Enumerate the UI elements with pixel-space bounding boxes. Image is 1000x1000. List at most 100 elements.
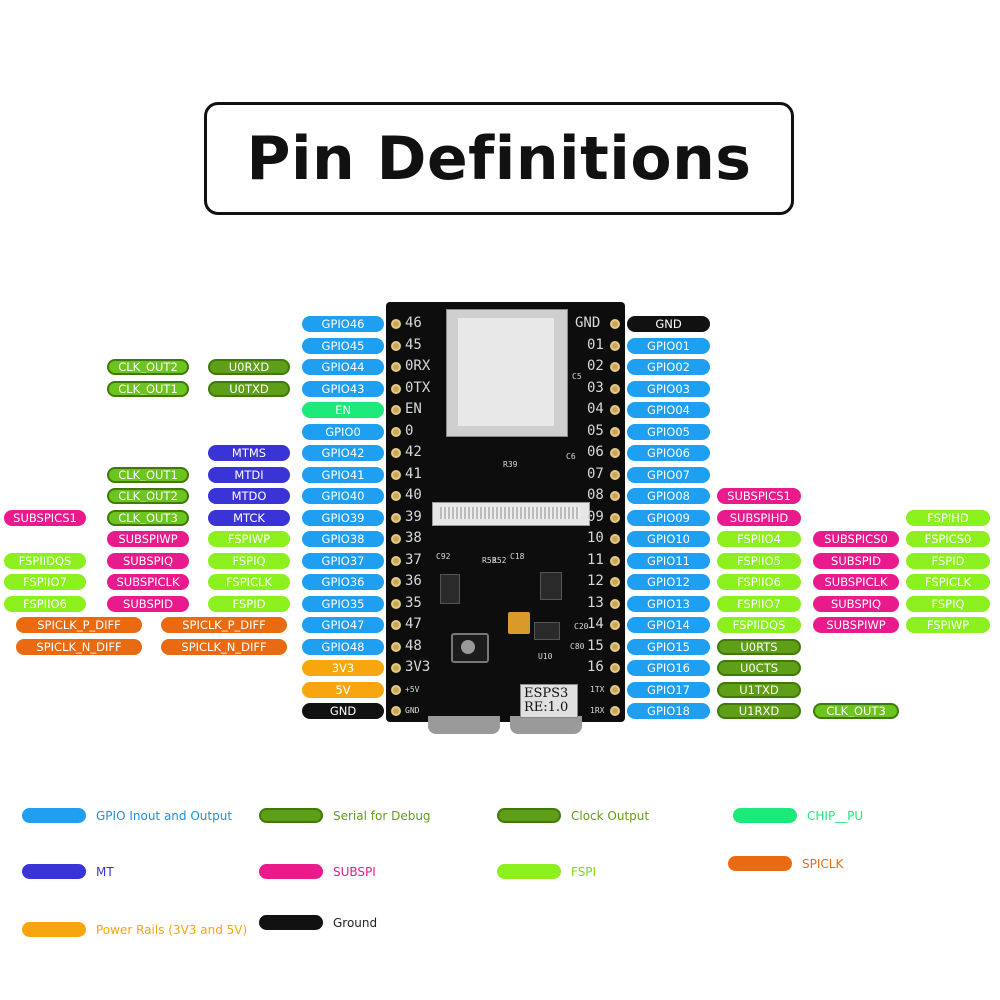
- legend-swatch-ground: [259, 915, 323, 930]
- func-label-right-13-b: SUBSPIQ: [813, 595, 899, 612]
- silkscreen-left-label: 37: [405, 551, 422, 568]
- header-pin-right: [610, 512, 620, 523]
- func-label-right-14-a: FSPIIDQS: [717, 617, 801, 633]
- board-marking: ESPS3 RE:1.0: [520, 684, 578, 718]
- header-pin-right: [610, 598, 620, 609]
- func-label-right-11-c: FSPID: [906, 552, 990, 569]
- header-pin-left: [391, 340, 401, 351]
- func-label-left-11-a: FSPIQ: [208, 552, 290, 569]
- pin-label-left-10: GPIO38: [302, 531, 384, 547]
- silkscreen-left-label: 38: [405, 530, 422, 546]
- header-pin-left: [391, 319, 401, 329]
- component-label: U10: [538, 652, 553, 661]
- silkscreen-left-label: 0RX: [405, 358, 431, 374]
- func-label-right-12-b: SUBSPICLK: [813, 574, 899, 590]
- legend-swatch-subspi: [259, 864, 323, 879]
- silkscreen-left-label: 36: [405, 573, 422, 589]
- board-marking-line2: RE:1.0: [524, 700, 569, 715]
- legend-label-power: Power Rails (3V3 and 5V): [96, 923, 248, 937]
- pin-label-left-7: GPIO41: [302, 466, 384, 483]
- legend-label-gpio: GPIO Inout and Output: [96, 809, 233, 823]
- pin-label-right-1: GPIO01: [627, 337, 710, 354]
- silkscreen-left-label: 39: [405, 508, 422, 525]
- silkscreen-left-label: +5V: [405, 684, 420, 694]
- component-label: R53: [482, 556, 497, 565]
- pin-label-left-13: GPIO35: [302, 595, 384, 612]
- header-pin-right: [610, 362, 620, 372]
- func-label-right-17-a: U1TXD: [717, 681, 801, 698]
- header-pin-left: [391, 405, 401, 415]
- func-label-right-16-a: U0CTS: [717, 660, 801, 676]
- func-label-left-7-a: MTDI: [208, 466, 290, 483]
- func-label-left-3-b: CLK_OUT1: [107, 380, 189, 397]
- func-label-left-12-b: SUBSPICLK: [107, 574, 189, 590]
- pin-label-left-5: GPIO0: [302, 423, 384, 440]
- pin-label-left-8: GPIO40: [302, 488, 384, 504]
- pin-label-right-8: GPIO08: [627, 488, 710, 504]
- legend-swatch-serial: [259, 808, 323, 823]
- func-label-left-8-a: MTDO: [208, 488, 290, 504]
- pin-label-left-14: GPIO47: [302, 617, 384, 633]
- silkscreen-right-label: 09: [587, 508, 604, 525]
- pin-label-right-7: GPIO07: [627, 466, 710, 483]
- pin-label-left-1: GPIO45: [302, 337, 384, 354]
- pin-label-left-6: GPIO42: [302, 445, 384, 461]
- silkscreen-right-label: 13: [587, 594, 604, 611]
- header-pin-left: [391, 620, 401, 630]
- board-marking-line1: ESPS3: [524, 686, 569, 701]
- func-label-right-12-a: FSPIIO6: [717, 574, 801, 590]
- header-pin-right: [610, 684, 620, 695]
- pin-label-right-9: GPIO09: [627, 509, 710, 526]
- pin-label-right-0: GND: [627, 316, 710, 332]
- header-pin-left: [391, 362, 401, 372]
- func-label-right-10-b: SUBSPICS0: [813, 531, 899, 547]
- pin-label-right-10: GPIO10: [627, 531, 710, 547]
- pin-label-right-11: GPIO11: [627, 552, 710, 569]
- legend-label-spiclk: SPICLK: [802, 857, 844, 871]
- pin-label-left-2: GPIO44: [302, 359, 384, 375]
- smd-component: [540, 572, 562, 600]
- legend-label-clock: Clock Output: [571, 809, 650, 823]
- header-pin-left: [391, 383, 401, 394]
- legend-swatch-mt: [22, 864, 86, 879]
- regulator-chip: [534, 622, 560, 640]
- func-label-left-10-b: SUBSPIWP: [107, 531, 189, 547]
- pin-label-right-3: GPIO03: [627, 380, 710, 397]
- header-pin-right: [610, 426, 620, 437]
- legend-swatch-clock: [497, 808, 561, 823]
- func-label-right-9-a: SUBSPIHD: [717, 509, 801, 526]
- header-pin-right: [610, 620, 620, 630]
- func-label-right-18-b: CLK_OUT3: [813, 703, 899, 719]
- silkscreen-right-label: 04: [587, 401, 604, 417]
- silkscreen-right-label: 11: [587, 551, 604, 568]
- header-pin-right: [610, 340, 620, 351]
- silkscreen-left-label: EN: [405, 401, 422, 417]
- title-box: Pin Definitions: [204, 102, 794, 215]
- pin-label-left-17: 5V: [302, 681, 384, 698]
- header-pin-right: [610, 491, 620, 501]
- header-pin-right: [610, 319, 620, 329]
- header-pin-left: [391, 641, 401, 652]
- func-label-right-8-a: SUBSPICS1: [717, 488, 801, 504]
- pin-label-left-12: GPIO36: [302, 574, 384, 590]
- header-pin-left: [391, 684, 401, 695]
- silkscreen-left-label: 47: [405, 616, 422, 632]
- header-pin-left: [391, 663, 401, 673]
- pin-label-left-11: GPIO37: [302, 552, 384, 569]
- usb-c-port-right: [510, 716, 582, 734]
- legend-label-mt: MT: [96, 865, 114, 879]
- func-label-left-8-b: CLK_OUT2: [107, 488, 189, 504]
- func-label-left-7-b: CLK_OUT1: [107, 466, 189, 483]
- func-label-left-9-a: MTCK: [208, 509, 290, 526]
- pin-label-right-5: GPIO05: [627, 423, 710, 440]
- pin-label-right-13: GPIO13: [627, 595, 710, 612]
- pin-label-left-4: EN: [302, 402, 384, 418]
- func-label-right-13-a: FSPIIO7: [717, 595, 801, 612]
- pin-label-right-15: GPIO15: [627, 638, 710, 655]
- component-label: C5: [572, 372, 582, 381]
- component-label: C92: [436, 552, 451, 561]
- func-label-right-11-a: FSPIIO5: [717, 552, 801, 569]
- func-label-left-9-b: CLK_OUT3: [107, 509, 189, 526]
- legend-label-chip_pu: CHIP__PU: [807, 809, 864, 823]
- func-label-left-9-c: SUBSPICS1: [4, 509, 86, 526]
